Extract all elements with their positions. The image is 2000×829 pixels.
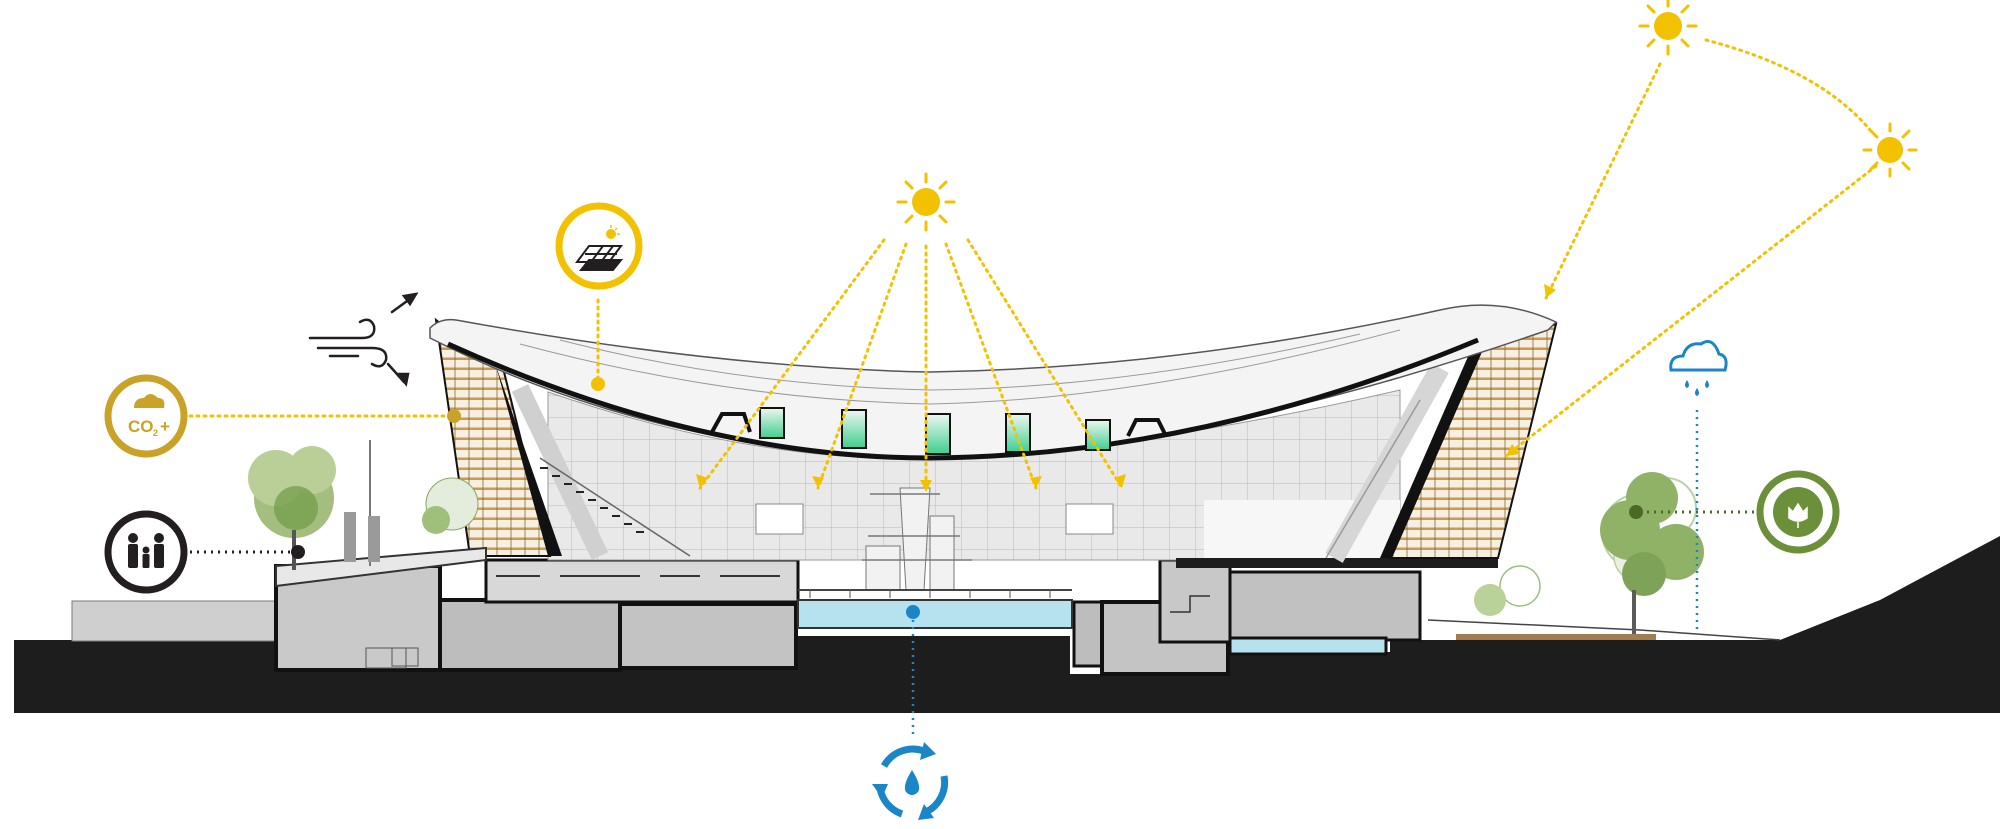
ray-arrowheads <box>696 284 1556 492</box>
svg-text:CO: CO <box>128 417 154 436</box>
left-adjacent-building <box>71 600 277 642</box>
people-family-icon <box>104 510 188 594</box>
diving-tower <box>899 487 931 591</box>
svg-text:+: + <box>160 417 170 436</box>
solar-panel-icon <box>555 202 643 290</box>
co2-cloud-icon: CO 2 + <box>104 374 188 458</box>
planting-connector <box>1629 505 1756 519</box>
rain-cloud-icon <box>1669 340 1728 396</box>
plant-flower-icon <box>1756 470 1840 554</box>
sun-icon <box>896 172 956 232</box>
water-recycle-connector <box>906 605 920 734</box>
sun-icon <box>1638 0 1698 56</box>
competition-pool <box>797 599 1073 629</box>
roof-skylights <box>759 407 1111 455</box>
co2-connector-dots <box>447 377 605 423</box>
solar-rays <box>188 38 1878 492</box>
left-plaza <box>248 440 487 588</box>
sun-icon <box>1862 122 1918 178</box>
wind-icon <box>308 292 419 387</box>
water-recycle-icon <box>872 742 949 820</box>
right-stand <box>1325 322 1558 563</box>
training-pool <box>1228 636 1388 656</box>
roof <box>429 304 1558 461</box>
svg-text:2: 2 <box>153 428 158 438</box>
right-plaza <box>1427 472 1781 641</box>
